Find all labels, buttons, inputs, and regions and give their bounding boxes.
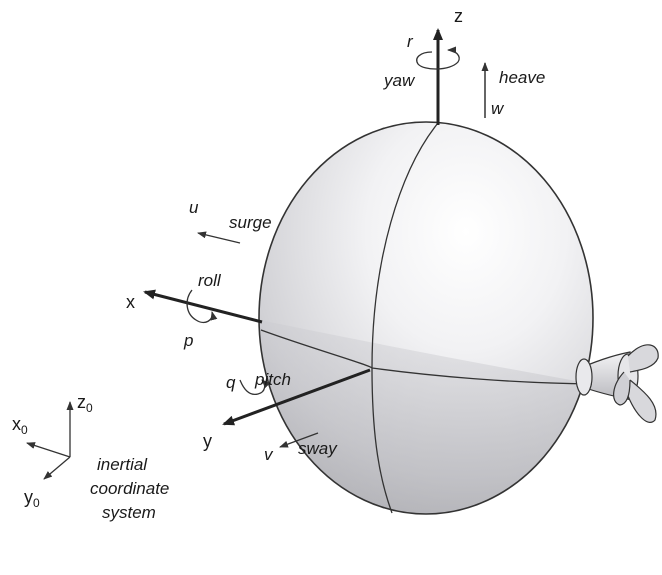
- u-label: u: [189, 198, 199, 217]
- pitch-rotation-icon: [239, 379, 271, 396]
- inertial-y-label: y0: [24, 487, 40, 510]
- propeller-hub: [575, 358, 593, 396]
- r-label: r: [407, 32, 414, 51]
- surge-label: surge: [229, 213, 272, 232]
- y-axis-line: [222, 368, 371, 426]
- inertial-axes: [26, 401, 74, 480]
- x-axis-label: x: [126, 292, 135, 312]
- v-label: v: [264, 445, 274, 464]
- w-label: w: [491, 99, 505, 118]
- hull: [258, 121, 594, 515]
- inertial-z-label: z0: [77, 392, 93, 415]
- pitch-label: pitch: [254, 370, 291, 389]
- sway-arrow-icon: [279, 432, 319, 448]
- sway-label: sway: [298, 439, 338, 458]
- body-axes: [143, 28, 443, 426]
- roll-rotation-icon: [186, 289, 218, 324]
- yaw-label: yaw: [383, 71, 416, 90]
- propeller: [579, 344, 659, 423]
- heave-label: heave: [499, 68, 545, 87]
- inertial-caption-line1: inertial: [97, 455, 148, 474]
- surge-arrow-icon: [197, 231, 241, 244]
- inertial-caption-line3: system: [102, 503, 156, 522]
- inertial-caption-line2: coordinate: [90, 479, 169, 498]
- z-axis-label: z: [454, 6, 463, 26]
- p-label: p: [183, 331, 193, 350]
- x-axis-line: [143, 289, 263, 324]
- inertial-x-label: x0: [12, 414, 28, 437]
- y-axis-label: y: [203, 431, 212, 451]
- yaw-rotation-icon: [416, 46, 460, 70]
- roll-label: roll: [198, 271, 222, 290]
- q-label: q: [226, 373, 236, 392]
